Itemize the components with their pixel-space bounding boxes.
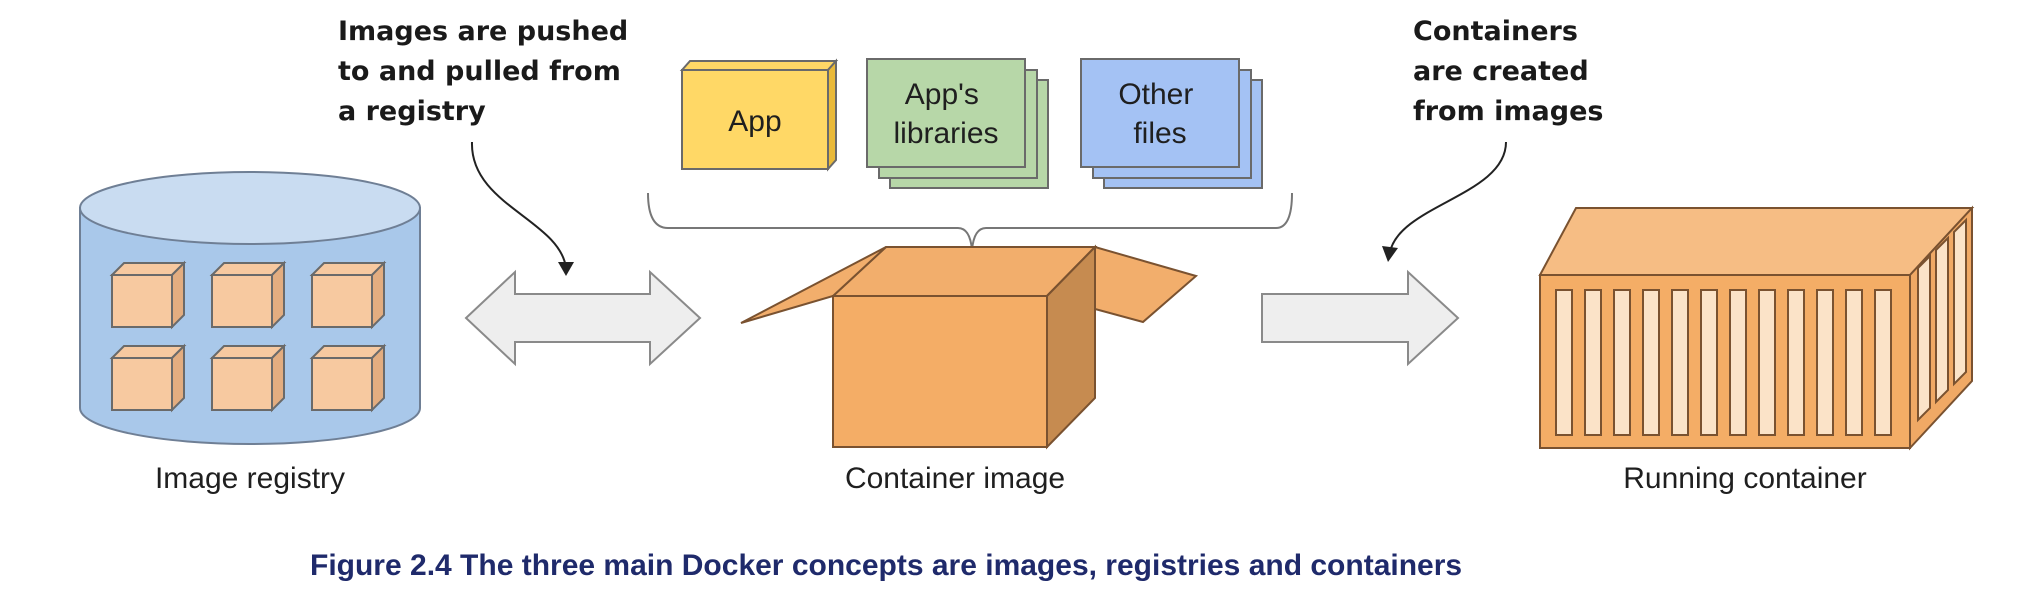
svg-text:Other files: Other files: [1118, 78, 1201, 150]
container-image-box: [740, 244, 1199, 450]
container-side-slat: [1917, 253, 1931, 423]
image-registry-label: Image registry: [155, 462, 345, 495]
stored-image-cube: [109, 260, 187, 330]
container-slat: [1845, 289, 1863, 436]
image-registry-cylinder: [79, 171, 421, 445]
svg-text:Images are pushed to and: Images are pushed to and pulled from a r…: [338, 16, 638, 127]
container-slat: [1555, 289, 1573, 436]
container-side-slat: [1935, 235, 1949, 405]
container-slat: [1729, 289, 1747, 436]
app-label: App: [728, 105, 781, 138]
figure-caption: Figure 2.4 The three main Docker concept…: [310, 549, 1462, 582]
svg-text:Containers are created: Containers are created from images: [1413, 16, 1603, 127]
container-side-slats: [1917, 217, 1967, 423]
container-slat: [1671, 289, 1689, 436]
annotation-line: Images are pushed: [338, 16, 628, 47]
libraries-stack: App's libraries: [866, 58, 1049, 189]
app-block: App: [679, 58, 839, 172]
push-pull-annotation: Images are pushed to and pulled from a r…: [338, 16, 638, 276]
annotation-line: a registry: [338, 96, 486, 127]
container-slat: [1642, 289, 1660, 436]
created-from-annotation: Containers are created from images: [1382, 16, 1603, 262]
grouping-brace: [647, 192, 1293, 251]
push-pull-double-arrow: [464, 269, 702, 367]
container-slat: [1758, 289, 1776, 436]
stored-image-cube: [309, 260, 387, 330]
container-slat: [1787, 289, 1805, 436]
container-image-label: Container image: [845, 462, 1065, 495]
stored-image-cube: [209, 260, 287, 330]
svg-text:App: App: [728, 105, 781, 138]
running-container: [1538, 205, 1975, 451]
other-files-label: files: [1133, 117, 1186, 150]
container-side-slat: [1953, 217, 1967, 387]
container-slat: [1816, 289, 1834, 436]
annotation-line: to and pulled from: [338, 56, 621, 87]
annotation-line: Containers: [1413, 16, 1578, 47]
other-files-label: Other: [1118, 78, 1193, 111]
container-front-slats: [1555, 289, 1892, 436]
container-slat: [1700, 289, 1718, 436]
annotation-line: are created: [1413, 56, 1589, 87]
svg-text:App's libraries: App's libraries: [893, 78, 998, 150]
stored-images: [109, 260, 387, 413]
running-container-label: Running container: [1623, 462, 1867, 495]
libraries-label: App's: [905, 78, 979, 111]
annotation-line: from images: [1413, 96, 1603, 127]
container-slat: [1874, 289, 1892, 436]
container-slat: [1584, 289, 1602, 436]
container-slat: [1613, 289, 1631, 436]
libraries-label: libraries: [893, 117, 998, 150]
stored-image-cube: [209, 343, 287, 413]
stored-image-cube: [309, 343, 387, 413]
stored-image-cube: [109, 343, 187, 413]
other-files-stack: Other files: [1080, 58, 1263, 189]
create-container-arrow: [1261, 269, 1460, 367]
